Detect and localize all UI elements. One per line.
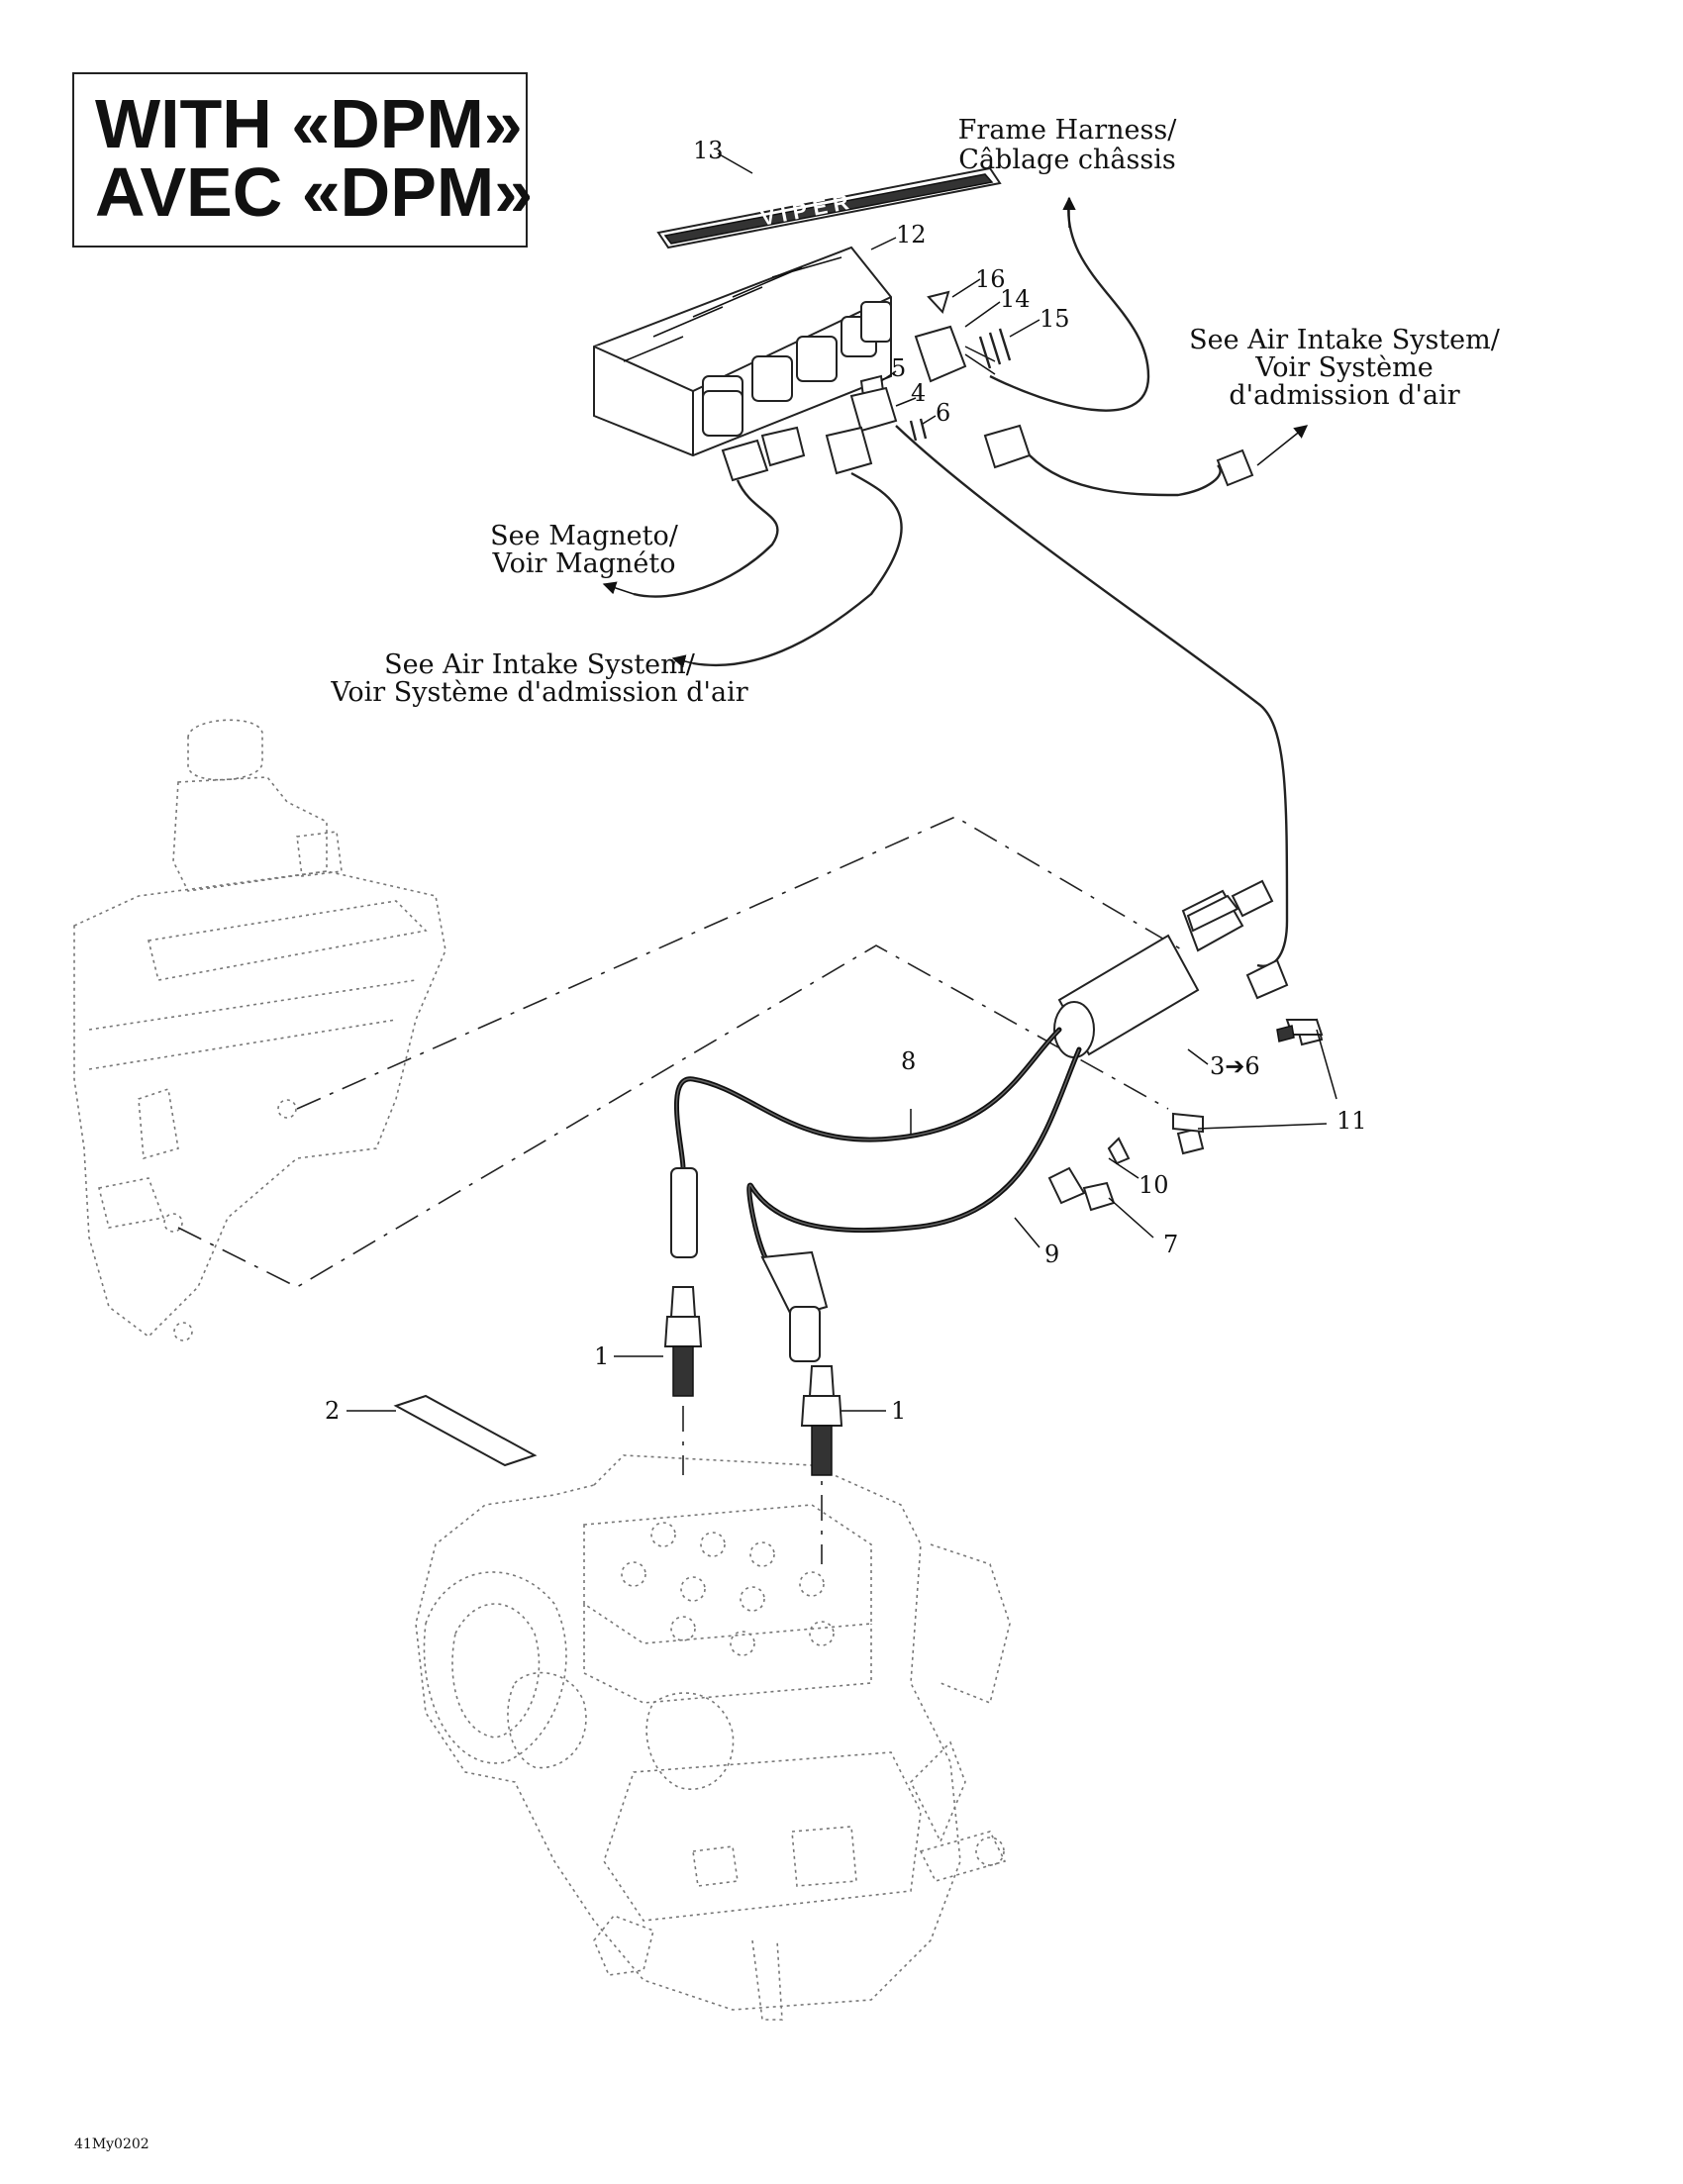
warning-label [393,1394,538,1467]
spark-plugs [663,1286,843,1476]
connectors [721,290,1254,487]
part-number-4: 4 [911,379,926,407]
air-intake-left-line-1: See Air Intake System/ [384,649,696,680]
part-number-9: 9 [1044,1241,1059,1268]
engine-ghost [415,1454,1011,2021]
title-line-2: AVEC «DPM» [95,153,533,231]
frame-harness-line-1: Frame Harness/ [958,115,1178,146]
part-number-5: 5 [891,354,906,382]
viper-decal: VIPER [656,166,1002,249]
part-number-1-right: 1 [891,1397,906,1425]
part-numbers: 13 12 16 14 15 5 4 6 3➔6 11 8 10 7 9 1 1… [325,137,1367,1425]
part-number-7: 7 [1163,1231,1178,1258]
air-intake-right-line-1: See Air Intake System/ [1189,325,1501,355]
part-number-6: 6 [936,399,950,427]
air-intake-left-line-2: Voir Système d'admission d'air [330,677,747,708]
part-number-3-to-6: 3➔6 [1210,1052,1260,1080]
screws [1172,1019,1324,1134]
harness-wires [633,197,1289,967]
part-number-16: 16 [975,265,1006,293]
air-intake-callout-right: See Air Intake System/ Voir Système d'ad… [1189,325,1501,411]
leader-lines [346,152,1337,1412]
ht-cables [670,1027,1082,1362]
magneto-line-1: See Magneto/ [490,521,679,551]
ignition-coil [1047,879,1324,1212]
cdi-module [593,246,892,457]
part-number-8: 8 [901,1047,916,1075]
part-number-2: 2 [325,1397,340,1425]
magneto-line-2: Voir Magnéto [492,548,676,579]
decal-text: VIPER [758,188,856,231]
oil-tank-ghost [73,719,446,1341]
air-intake-right-line-3: d'admission d'air [1229,380,1459,411]
frame-harness-line-2: Câblage châssis [958,145,1175,175]
part-number-12: 12 [896,221,927,248]
part-number-15: 15 [1040,305,1070,333]
part-number-11: 11 [1336,1107,1367,1135]
drawing-code: 41My0202 [74,2136,149,2152]
part-number-14: 14 [1000,285,1031,313]
title-line-1: WITH «DPM» [95,85,523,162]
part-number-1-left: 1 [594,1342,609,1370]
part-number-13: 13 [693,137,724,164]
air-intake-callout-left: See Air Intake System/ Voir Système d'ad… [330,649,747,708]
part-number-10: 10 [1138,1171,1169,1199]
title-box: WITH «DPM» AVEC «DPM» [72,72,533,248]
magneto-callout: See Magneto/ Voir Magnéto [490,521,679,579]
air-intake-right-line-2: Voir Système [1254,352,1433,383]
frame-harness-callout: Frame Harness/ Câblage châssis [958,115,1178,175]
